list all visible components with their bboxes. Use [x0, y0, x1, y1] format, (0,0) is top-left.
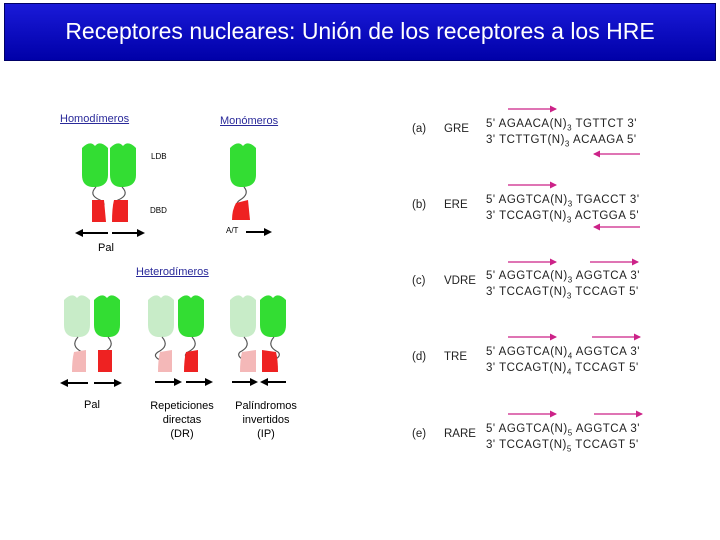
bottom-strand: 3' TCTTGT(N)3 ACAAGA 5' — [486, 134, 637, 149]
top-strand: 5' AGGTCA(N)3 TGACCT 3' — [486, 194, 640, 209]
monomeros-label: Monómeros — [220, 115, 279, 127]
re-id: (e) — [412, 428, 427, 440]
dr-caption-line3: (DR) — [170, 428, 194, 440]
homodimeros-label: Homodímeros — [60, 113, 130, 125]
at-label: A/T — [226, 226, 239, 235]
heterodimer-pal — [60, 295, 122, 387]
top-strand: 5' AGGTCA(N)4 AGGTCA 3' — [486, 346, 640, 361]
monomer-receptor — [230, 143, 272, 236]
half-site-arrows — [508, 105, 643, 418]
heterodimeros-label: Heterodímeros — [136, 266, 209, 278]
re-id: (a) — [412, 123, 427, 135]
bottom-strand: 3' TCCAGT(N)5 TCCAGT 5' — [486, 439, 639, 454]
re-name: RARE — [444, 428, 476, 440]
heterodimer-ip — [230, 295, 286, 386]
pal-bottom-label: Pal — [84, 399, 100, 411]
top-strand: 5' AGAACA(N)3 TGTTCT 3' — [486, 118, 637, 133]
bottom-strand: 3' TCCAGT(N)3 TCCAGT 5' — [486, 286, 639, 301]
bottom-strand: 3' TCCAGT(N)3 ACTGGA 5' — [486, 210, 640, 225]
ip-caption-line1: Palíndromos — [235, 400, 297, 412]
dbd-label: DBD — [150, 206, 167, 215]
heterodimer-dr — [148, 295, 213, 386]
pal-top-label: Pal — [98, 242, 114, 254]
re-name: VDRE — [444, 275, 476, 287]
ip-caption-line2: invertidos — [242, 414, 290, 426]
top-strand: 5' AGGTCA(N)5 AGGTCA 3' — [486, 423, 640, 438]
slide-title: Receptores nucleares: Unión de los recep… — [65, 18, 655, 44]
re-name: ERE — [444, 199, 468, 211]
top-strand: 5' AGGTCA(N)3 AGGTCA 3' — [486, 270, 640, 285]
homodimer-receptor — [75, 143, 145, 237]
dr-caption-line2: directas — [162, 414, 202, 426]
bottom-strand: 3' TCCAGT(N)4 TCCAGT 5' — [486, 362, 639, 377]
re-id: (d) — [412, 351, 427, 363]
re-id: (b) — [412, 199, 427, 211]
ip-caption: Palíndromos invertidos (IP) — [226, 399, 306, 441]
dr-caption-line1: Repeticiones — [150, 400, 214, 412]
ip-caption-line3: (IP) — [257, 428, 275, 440]
re-id: (c) — [412, 275, 426, 287]
title-bar: Receptores nucleares: Unión de los recep… — [4, 3, 716, 61]
re-name: TRE — [444, 351, 467, 363]
ldb-label: LDB — [151, 152, 167, 161]
dr-caption: Repeticiones directas (DR) — [140, 399, 224, 441]
re-name: GRE — [444, 123, 469, 135]
